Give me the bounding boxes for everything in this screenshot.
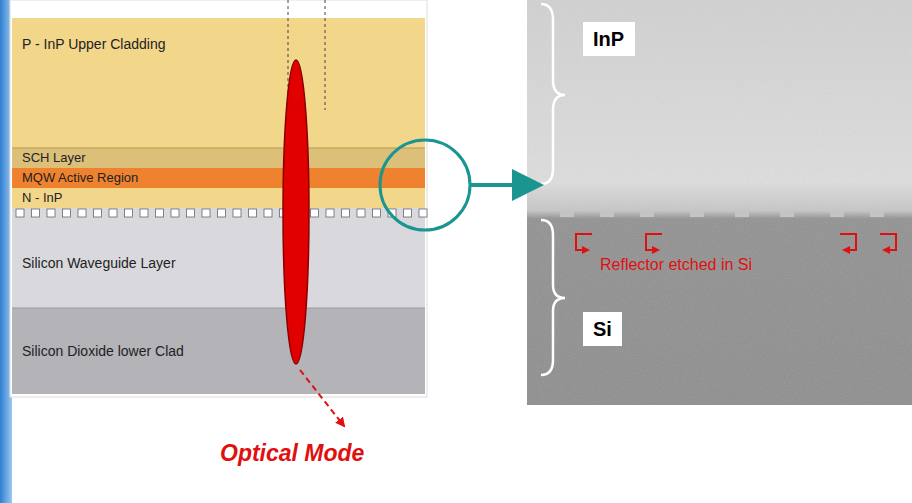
material-box: InP xyxy=(583,22,635,56)
optical-mode xyxy=(283,60,309,364)
grating-tooth xyxy=(311,209,319,217)
layer-label: MQW Active Region xyxy=(22,170,138,186)
annotation: Reflector etched in Si xyxy=(600,256,752,274)
grating-tooth xyxy=(32,209,40,217)
interface-tooth xyxy=(690,211,704,217)
grating-tooth xyxy=(202,209,210,217)
grating-tooth xyxy=(109,209,117,217)
interface-tooth xyxy=(830,211,844,217)
interface-tooth xyxy=(870,211,884,217)
grating-tooth xyxy=(47,209,55,217)
oxide-fill xyxy=(12,308,425,394)
interface-tooth xyxy=(640,211,654,217)
sem-texture xyxy=(527,0,912,405)
mqw-layer: MQW Active Region xyxy=(12,168,425,188)
grating-tooth xyxy=(233,209,241,217)
reflection-arrow xyxy=(880,234,896,250)
grating-tooth xyxy=(342,209,350,217)
mqw-fill xyxy=(12,168,425,188)
interface-tooth xyxy=(735,211,749,217)
oxide-layer: Silicon Dioxide lower Clad xyxy=(12,308,425,394)
ninp-fill xyxy=(12,188,425,208)
interface-tooth xyxy=(600,211,614,217)
layer-edge xyxy=(12,148,425,149)
cladding-fill xyxy=(12,18,425,148)
callout-label: Optical Mode xyxy=(220,440,364,467)
grating-tooth xyxy=(326,209,334,217)
grating-tooth xyxy=(373,209,381,217)
layer-label: Si xyxy=(593,316,612,342)
zoom-arrow xyxy=(471,183,536,187)
interface-teeth xyxy=(560,211,884,217)
reflection-arrow xyxy=(646,234,662,250)
reflection-arrow xyxy=(840,234,856,250)
zoom-circle xyxy=(380,140,470,230)
grating-tooth xyxy=(404,209,412,217)
grating-tooth xyxy=(357,209,365,217)
reflection-arrow xyxy=(576,234,592,250)
n-inp-layer: N - InP xyxy=(12,188,425,208)
grating-tooth xyxy=(264,209,272,217)
waveguide-fill xyxy=(12,208,425,308)
waveguide-layer: Silicon Waveguide Layer xyxy=(12,218,425,308)
layer-label: Silicon Waveguide Layer xyxy=(22,255,176,272)
sch-layer: SCH Layer xyxy=(12,148,425,168)
layer-label: Silicon Dioxide lower Clad xyxy=(22,343,184,360)
grating-tooth xyxy=(63,209,71,217)
material-box: Si xyxy=(583,312,622,346)
grating-tooth xyxy=(16,209,24,217)
grating-tooth xyxy=(125,209,133,217)
interface-tooth xyxy=(780,211,794,217)
grating-tooth xyxy=(218,209,226,217)
panel xyxy=(10,0,427,397)
grating-tooth xyxy=(78,209,86,217)
brace xyxy=(541,220,565,375)
sch-fill xyxy=(12,148,425,168)
layer-label: N - InP xyxy=(22,190,62,206)
grating-tooth xyxy=(94,209,102,217)
layer-label: P - InP Upper Cladding xyxy=(22,36,165,53)
grating-tooth xyxy=(187,209,195,217)
grating-tooth xyxy=(156,209,164,217)
layer-edge xyxy=(12,308,425,309)
grating-tooth xyxy=(249,209,257,217)
cladding-layer: P - InP Upper Cladding xyxy=(12,18,425,62)
interface-tooth xyxy=(560,211,574,217)
sem-image xyxy=(527,0,912,405)
grating xyxy=(16,209,427,217)
layer-label: SCH Layer xyxy=(22,150,86,166)
dashed-guide xyxy=(325,0,326,110)
grating-tooth xyxy=(140,209,148,217)
grating-tooth xyxy=(419,209,427,217)
leader-arrow xyxy=(300,370,344,426)
grating-tooth xyxy=(171,209,179,217)
layer-label: InP xyxy=(593,26,625,52)
brace xyxy=(541,4,565,184)
